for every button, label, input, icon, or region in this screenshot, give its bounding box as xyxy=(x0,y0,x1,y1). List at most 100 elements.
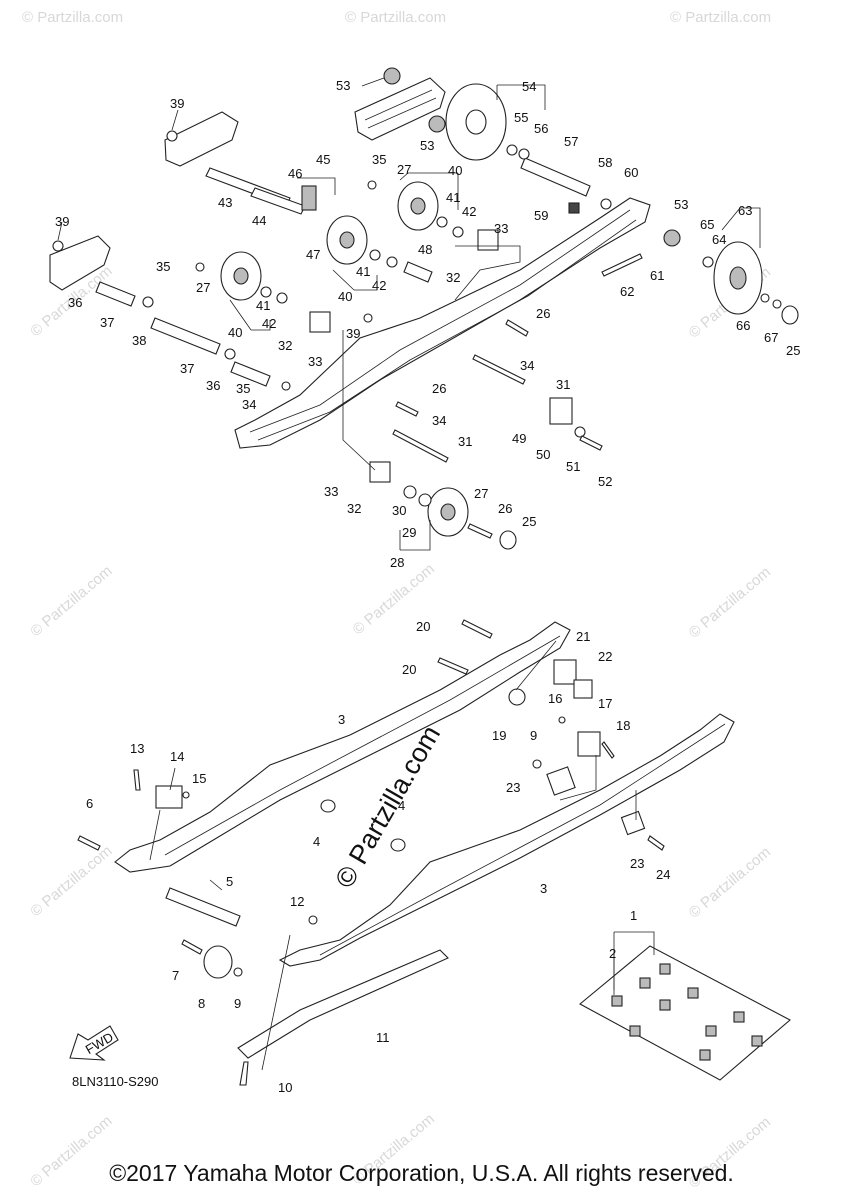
bumper-8 xyxy=(203,945,233,979)
callout-16: 16 xyxy=(548,691,562,706)
callout-59: 59 xyxy=(534,208,548,223)
washer-4a xyxy=(320,799,336,813)
callout-35: 35 xyxy=(372,152,386,167)
callout-36: 36 xyxy=(68,295,82,310)
callout-39: 39 xyxy=(346,326,360,341)
callout-32: 32 xyxy=(278,338,292,353)
nut-39c xyxy=(363,313,373,323)
watermark: © Partzilla.com xyxy=(345,9,446,26)
callout-17: 17 xyxy=(598,696,612,711)
large-wheel-54-inner xyxy=(465,109,487,135)
callout-53: 53 xyxy=(336,78,350,93)
callout-44: 44 xyxy=(252,213,266,228)
washer-37b xyxy=(224,348,236,360)
callout-37: 37 xyxy=(180,361,194,376)
bushing-41b xyxy=(369,249,381,261)
bushing-42a xyxy=(276,292,288,304)
callout-36: 36 xyxy=(206,378,220,393)
callout-40: 40 xyxy=(228,325,242,340)
callout-53: 53 xyxy=(420,138,434,153)
callout-30: 30 xyxy=(392,503,406,518)
callout-58: 58 xyxy=(598,155,612,170)
track-lugs xyxy=(611,963,763,1061)
callout-41: 41 xyxy=(256,298,270,313)
callout-31: 31 xyxy=(556,377,570,392)
block-14 xyxy=(155,785,183,809)
sprocket-53a xyxy=(383,67,401,85)
callout-38: 38 xyxy=(132,333,146,348)
bushing-41c xyxy=(436,216,448,228)
callout-8: 8 xyxy=(198,996,205,1011)
track-section xyxy=(579,945,791,1081)
upper-suspension-assembly xyxy=(49,67,799,551)
callout-4: 4 xyxy=(313,834,320,849)
bolt-52 xyxy=(579,435,603,451)
callout-63: 63 xyxy=(738,203,752,218)
callout-42: 42 xyxy=(372,278,386,293)
watermark: © Partzilla.com xyxy=(670,9,771,26)
cap-25a xyxy=(781,305,799,325)
callout-48: 48 xyxy=(418,242,432,257)
wheel-28-hub xyxy=(440,503,456,521)
callout-55: 55 xyxy=(514,110,528,125)
callout-41: 41 xyxy=(446,190,460,205)
callout-2: 2 xyxy=(609,946,616,961)
nut-9a xyxy=(532,759,542,769)
watermark: © Partzilla.com xyxy=(27,562,115,640)
callout-33: 33 xyxy=(324,484,338,499)
shaft-38 xyxy=(150,317,221,355)
callout-39: 39 xyxy=(55,214,69,229)
idler-wheel-27b-hub xyxy=(339,231,355,249)
callout-32: 32 xyxy=(446,270,460,285)
lower-slide-rail-assembly xyxy=(77,619,791,1086)
bolt-26b xyxy=(395,401,419,417)
callout-26: 26 xyxy=(432,381,446,396)
callout-12: 12 xyxy=(290,894,304,909)
callout-27: 27 xyxy=(474,486,488,501)
callout-49: 49 xyxy=(512,431,526,446)
washer-64 xyxy=(702,256,714,268)
callout-66: 66 xyxy=(736,318,750,333)
nut-35c xyxy=(281,381,291,391)
block-50 xyxy=(549,397,573,425)
bolt-18 xyxy=(601,741,615,759)
nut-15 xyxy=(182,791,190,799)
callout-23: 23 xyxy=(506,780,520,795)
sprocket-53c xyxy=(663,229,681,247)
bolt-31a xyxy=(472,354,526,385)
washer-30 xyxy=(403,485,417,499)
watermark: © Partzilla.com xyxy=(22,9,123,26)
callout-14: 14 xyxy=(170,749,184,764)
slide-rail-left xyxy=(114,621,571,873)
callout-11: 11 xyxy=(376,1030,390,1045)
callout-3: 3 xyxy=(540,881,547,896)
slide-rail-right xyxy=(278,713,735,967)
callout-20: 20 xyxy=(416,619,430,634)
callout-26: 26 xyxy=(498,501,512,516)
bolt-20a xyxy=(461,619,493,639)
callout-20: 20 xyxy=(402,662,416,677)
callout-25: 25 xyxy=(522,514,536,529)
callout-33: 33 xyxy=(494,221,508,236)
callout-28: 28 xyxy=(390,555,404,570)
rear-wheel-63-hub xyxy=(729,266,747,290)
callout-6: 6 xyxy=(86,796,93,811)
callout-27: 27 xyxy=(196,280,210,295)
slide-rail-upper xyxy=(234,197,651,449)
callout-7: 7 xyxy=(172,968,179,983)
callout-42: 42 xyxy=(462,204,476,219)
callout-54: 54 xyxy=(522,79,536,94)
bracket-33a xyxy=(477,229,499,251)
plate-23a xyxy=(546,766,576,796)
callout-15: 15 xyxy=(192,771,206,786)
washer-37a xyxy=(142,296,154,308)
callout-37: 37 xyxy=(100,315,114,330)
bolt-31b xyxy=(392,429,449,463)
callout-45: 45 xyxy=(316,152,330,167)
collar-36b xyxy=(230,361,271,387)
front-arm-plate-upper xyxy=(164,111,239,167)
callout-26: 26 xyxy=(536,306,550,321)
callout-35: 35 xyxy=(156,259,170,274)
callout-34: 34 xyxy=(432,413,446,428)
callout-10: 10 xyxy=(278,1080,292,1095)
